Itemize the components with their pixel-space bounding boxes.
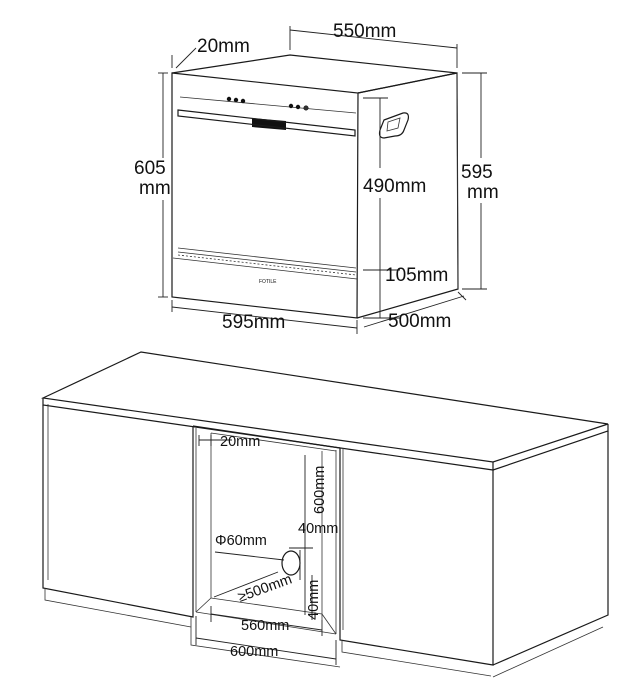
control-panel [179, 96, 357, 114]
appliance-top-face [171, 54, 458, 94]
dim-base-height: 105mm [385, 265, 448, 286]
dim-left-height-value: 605 [134, 158, 166, 179]
dim-right-height-value: 595 [461, 162, 493, 183]
dim-side-gap: 20mm [220, 434, 260, 450]
cabinet-drawing: 20mm 600mm 40mm Φ60mm ≥500mm 40mm 560mm … [40, 351, 609, 678]
brand-logo: FOTILE [259, 279, 277, 285]
dim-hole-bottom: 40mm [306, 580, 322, 620]
dim-opening-width: 600mm [230, 644, 278, 660]
dim-right-height-unit: mm [467, 182, 499, 203]
appliance-drawing: FOTILE 20mm 550mm 605 mm 595 mm 490mm [134, 21, 499, 334]
control-buttons [226, 96, 309, 131]
dim-opening-height: 600mm [312, 466, 328, 514]
dim-top-width: 550mm [333, 21, 396, 42]
countertop-front [42, 398, 494, 471]
dim-hole-offset: 40mm [298, 521, 338, 537]
cabinet-opening [192, 425, 341, 449]
dim-bottom-depth: 500mm [388, 311, 451, 332]
left-cabinet [42, 405, 194, 618]
dim-inner-width: 560mm [241, 618, 289, 634]
dim-inner-height: 490mm [363, 176, 426, 197]
side-handle [378, 112, 410, 139]
drain-hole [281, 550, 301, 576]
dim-hole-diameter: Φ60mm [215, 533, 267, 549]
right-cabinet [339, 448, 494, 666]
dim-left-height-unit: mm [139, 178, 171, 199]
dim-top-depth: 20mm [197, 36, 250, 57]
door-handle [177, 109, 356, 137]
base-panel [172, 257, 358, 280]
dim-bottom-width: 595mm [222, 312, 285, 333]
